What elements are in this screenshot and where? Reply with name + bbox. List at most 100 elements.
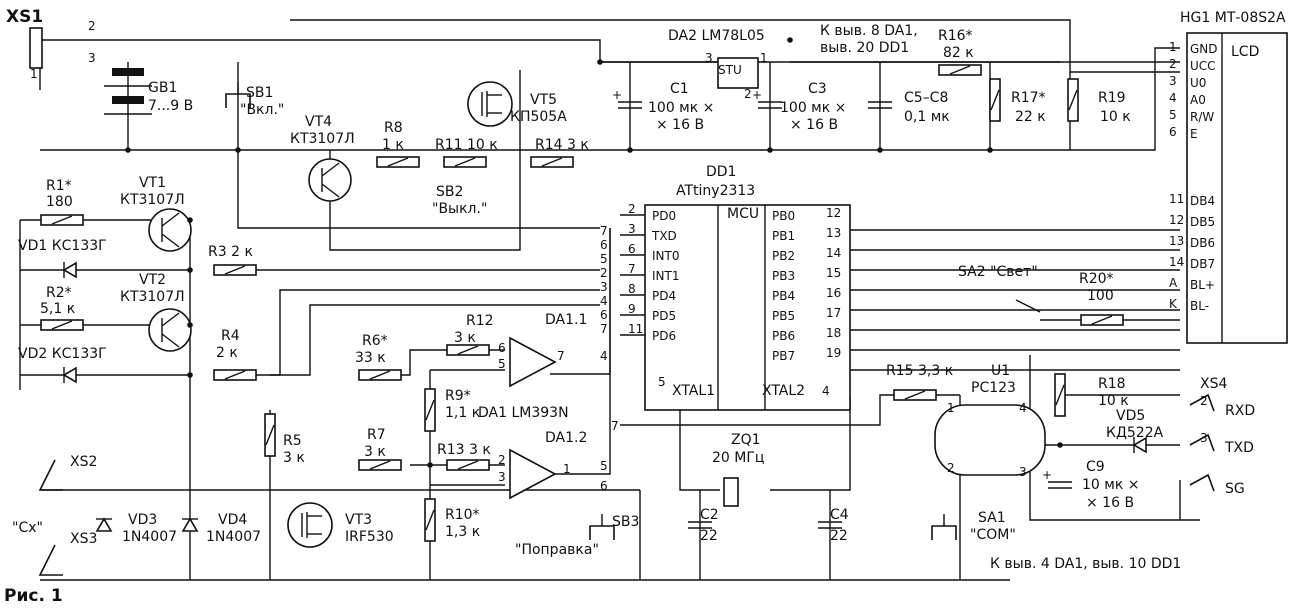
bus-row-number: 2 xyxy=(600,266,608,280)
bus-row-number: 3 xyxy=(600,280,608,294)
sb1-name: "Вкл." xyxy=(240,102,284,118)
c1-ref: C1 xyxy=(670,81,689,97)
sb2-name: "Выкл." xyxy=(432,201,487,217)
r3-resistor-mark xyxy=(224,265,246,275)
r12-resistor-mark xyxy=(457,345,479,355)
r17-value: 22 к xyxy=(1015,109,1046,125)
da2-label: DA2 LM78L05 xyxy=(668,28,765,44)
txd-label: TXD xyxy=(1224,440,1254,456)
xs4-label: XS4 xyxy=(1200,376,1227,392)
c3-capacitor-plus: + xyxy=(752,88,762,102)
wire-r4 xyxy=(255,289,600,376)
r10-resistor-mark xyxy=(425,509,435,531)
lcd-pin-e: E xyxy=(1190,127,1198,141)
mcu-pin-pb6: PB6 xyxy=(772,329,795,343)
mcu-pin-pb3: PB3 xyxy=(772,269,795,283)
junction-dot xyxy=(125,147,131,153)
r20-ref: R20* xyxy=(1079,271,1114,287)
r20-value: 100 xyxy=(1087,288,1114,304)
bus-row-number: 7 xyxy=(600,322,608,336)
c1-value1: 100 мк × xyxy=(648,100,714,116)
r16-ref: R16* xyxy=(938,28,973,44)
lcd-pins: GND1UCC2U03A04R/W5E6DB411DB512DB613DB714… xyxy=(1169,40,1218,313)
lcd-pin-num: K xyxy=(1169,297,1178,311)
r8-ref: R8 xyxy=(384,120,403,136)
mcu-pin-int0: INT0 xyxy=(652,249,679,263)
mcu-pin-pb7: PB7 xyxy=(772,349,795,363)
mcu-pin-txd: TXD xyxy=(651,229,677,243)
xs4-pin3: 3 xyxy=(1200,431,1208,445)
vt2-transistor xyxy=(148,308,192,352)
vd2-label: VD2 КС133Г xyxy=(18,346,107,362)
sa1-ref: SA1 xyxy=(978,510,1006,526)
vt4-ref: VT4 xyxy=(305,114,332,130)
c3-ref: C3 xyxy=(808,81,827,97)
r3-label: R3 2 к xyxy=(208,244,253,260)
r4-ref: R4 xyxy=(221,328,240,344)
junction-dot xyxy=(187,372,193,378)
mcu-pin-pd0: PD0 xyxy=(652,209,676,223)
bus-row-number: 5 xyxy=(600,252,608,266)
da1-out-5: 5 xyxy=(600,459,608,473)
vt2-transistor-emitter xyxy=(161,312,180,327)
wire-sb1 xyxy=(237,62,600,229)
c9-value2: × 16 В xyxy=(1086,495,1134,511)
u1-optocoupler xyxy=(934,404,1046,476)
r1-value: 180 xyxy=(46,194,73,210)
vd5-diode xyxy=(1132,436,1147,454)
note-top-2: выв. 20 DD1 xyxy=(820,40,909,56)
r9-value: 1,1 к xyxy=(445,405,480,421)
vt2-type: КТ3107Л xyxy=(120,289,185,305)
r5-resistor-mark xyxy=(265,424,275,446)
r2-resistor-mark xyxy=(51,320,73,330)
u1-pin1: 1 xyxy=(947,401,955,415)
lcd-pin-num: 2 xyxy=(1169,57,1177,71)
figure-caption: Рис. 1 xyxy=(4,586,63,606)
r12-value: 3 к xyxy=(454,330,476,346)
xs1-pin2: 2 xyxy=(88,19,96,33)
zq1-ref: ZQ1 xyxy=(731,432,761,448)
r12-ref: R12 xyxy=(466,313,494,329)
vt4-transistor xyxy=(308,158,352,202)
da1-2-label: DA1.2 xyxy=(545,430,587,446)
bus-pin-7: 7 xyxy=(611,419,619,433)
r6-ref: R6* xyxy=(362,333,388,349)
da1-ref: DA1 LM393N xyxy=(478,405,569,421)
gb1-value: 7...9 В xyxy=(148,98,193,114)
mcu-pin-num: 2 xyxy=(628,202,636,216)
vt1-transistor-emitter xyxy=(161,212,180,227)
da2-pin3: 3 xyxy=(705,51,713,65)
r9-resistor-mark xyxy=(425,399,435,421)
xs1-jack xyxy=(29,27,43,69)
c58-ref: C5–C8 xyxy=(904,90,948,106)
lcd-pin-db6: DB6 xyxy=(1190,236,1215,250)
r6-value: 33 к xyxy=(355,350,386,366)
lcd-pin-num: 12 xyxy=(1169,213,1184,227)
r13-label: R13 3 к xyxy=(437,442,491,458)
vt3-ref: VT3 xyxy=(345,512,372,528)
zq1-crystal xyxy=(723,477,739,507)
xs2-label: XS2 xyxy=(70,454,97,470)
lcd-title: LCD xyxy=(1231,44,1259,60)
mcu-pin-num: 13 xyxy=(826,226,841,240)
sa2-label: SA2 "Свет" xyxy=(958,264,1038,280)
lcd-pin-num: 5 xyxy=(1169,108,1177,122)
mcu-pin-num: 9 xyxy=(628,302,636,316)
components: +++ xyxy=(29,27,1288,576)
sb3-button xyxy=(589,525,615,540)
mcu-pin-pd6: PD6 xyxy=(652,329,676,343)
r7-resistor-mark xyxy=(369,460,391,470)
xs3-label: XS3 xyxy=(70,531,97,547)
sb2-ref: SB2 xyxy=(436,184,463,200)
gb1-ref: GB1 xyxy=(148,80,177,96)
xs4-contact-3 xyxy=(1189,473,1215,492)
r7-ref: R7 xyxy=(367,427,386,443)
r15-label: R15 3,3 к xyxy=(886,363,953,379)
sa1-switch xyxy=(931,525,957,540)
r14-resistor-mark xyxy=(541,157,563,167)
r9-ref: R9* xyxy=(445,388,471,404)
vd1-zener xyxy=(62,261,77,279)
r7-value: 3 к xyxy=(364,444,386,460)
lcd-pin-db7: DB7 xyxy=(1190,257,1215,271)
